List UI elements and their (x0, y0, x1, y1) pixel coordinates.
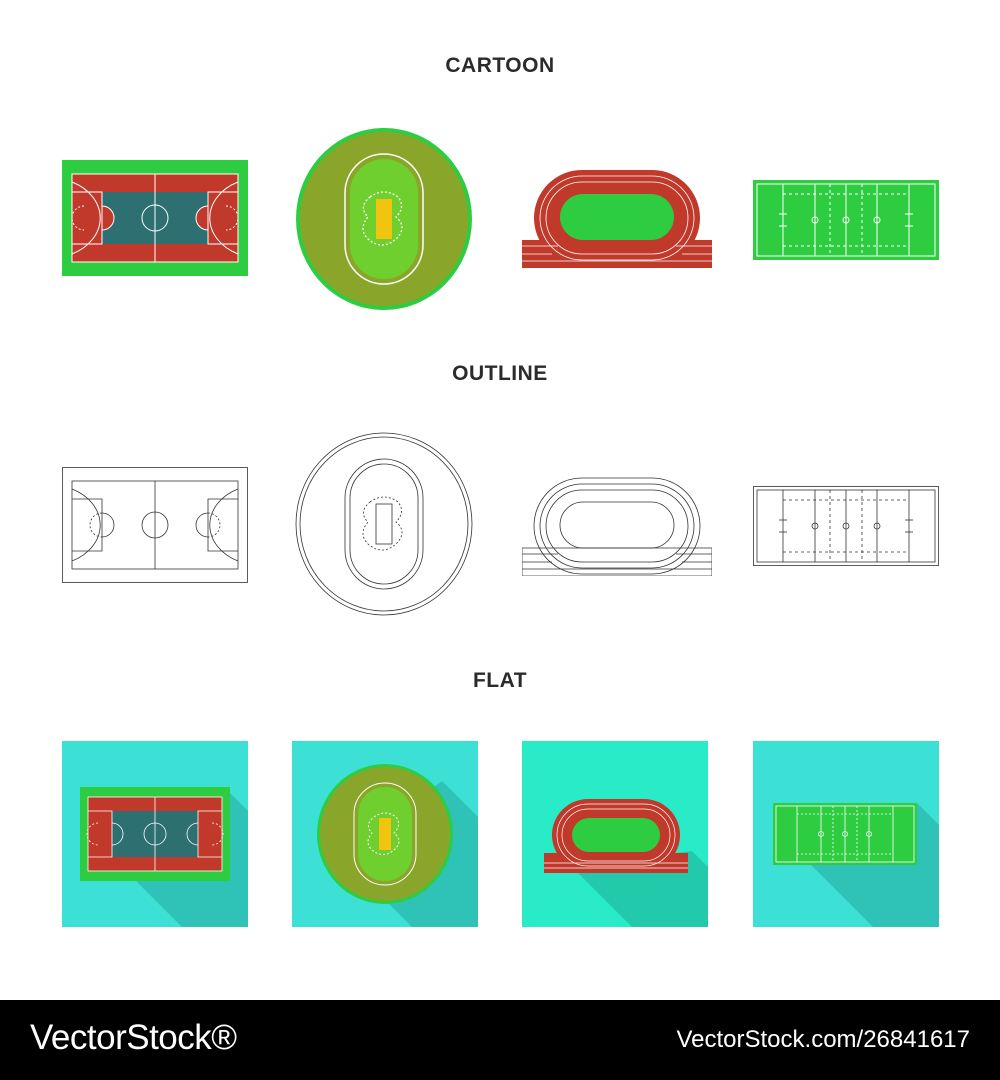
stock-id-text: VectorStock.com/26841617 (676, 1026, 970, 1053)
brand-logo: VectorStock® (30, 1018, 237, 1057)
cricket-ground-flat-icon (292, 741, 478, 927)
footer-bar: VectorStock® VectorStock.com/26841617 (0, 1000, 1000, 1080)
running-track-icon (522, 170, 712, 268)
basketball-court-outline-icon (62, 467, 248, 583)
cricket-ground-outline-icon (295, 432, 473, 616)
rugby-field-flat-icon (753, 741, 939, 927)
section-title-cartoon: CARTOON (445, 54, 555, 77)
rugby-field-outline-icon (753, 486, 939, 566)
basketball-court-icon (62, 160, 248, 276)
cricket-ground-icon (296, 128, 472, 310)
section-title-outline: OUTLINE (452, 362, 548, 385)
section-title-flat: FLAT (472, 669, 528, 692)
running-track-flat-icon (522, 741, 708, 927)
basketball-court-flat-icon (62, 741, 248, 927)
running-track-outline-icon (522, 477, 712, 576)
rugby-field-icon (753, 180, 939, 260)
